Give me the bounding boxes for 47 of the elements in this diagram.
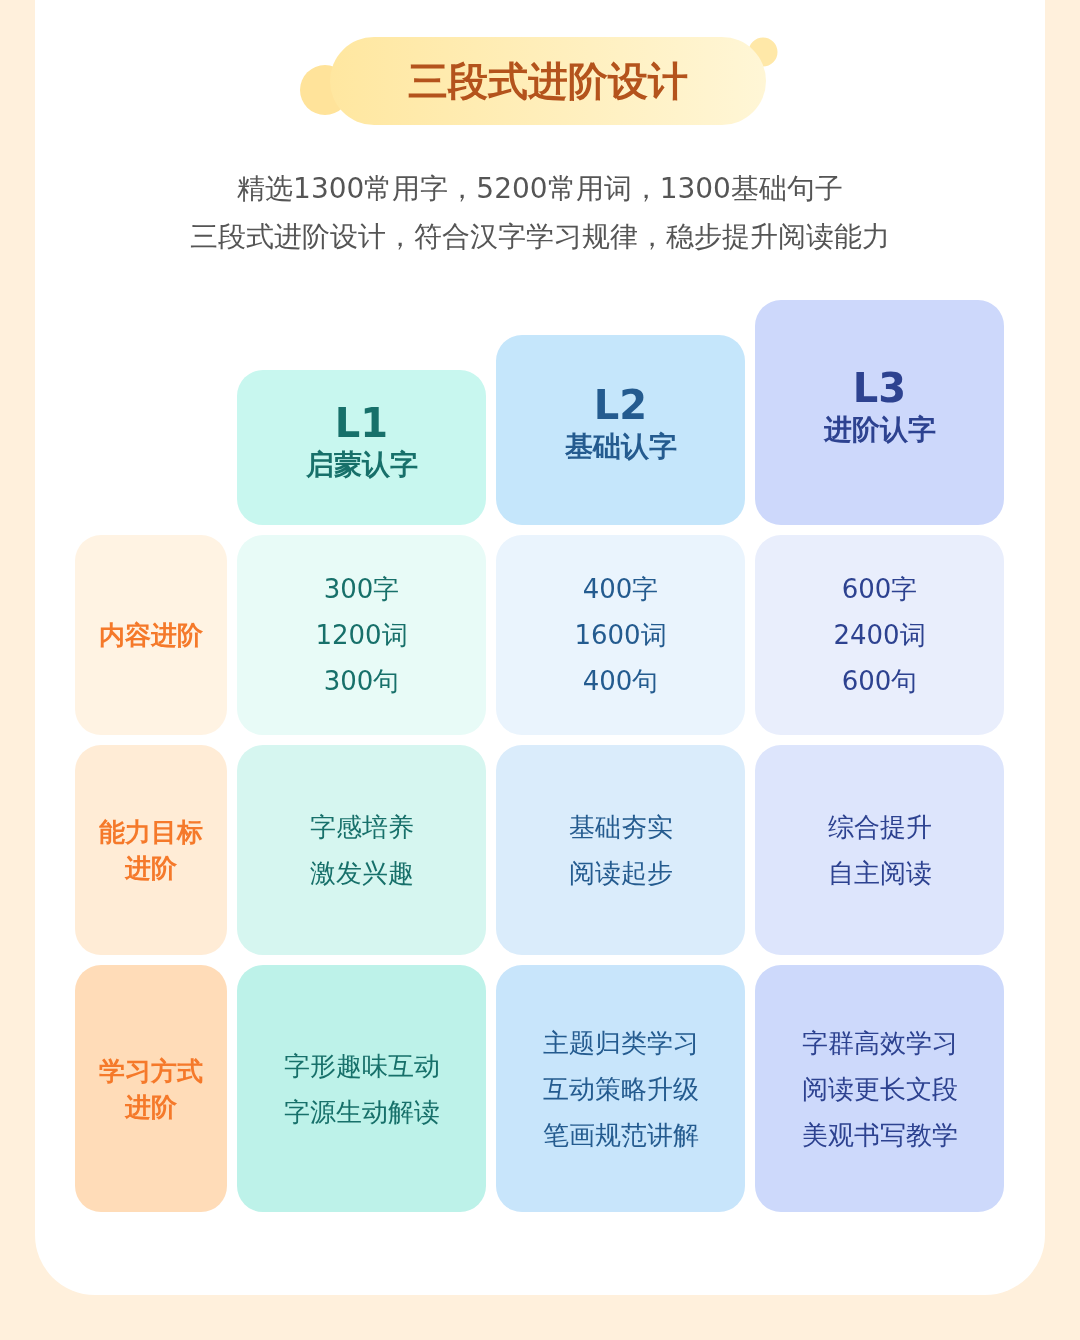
cell-text: 美观书写教学	[801, 1118, 958, 1152]
cell-text: 字形趣味互动	[283, 1049, 440, 1083]
cell-text: 400句	[582, 665, 659, 698]
cell-text: 激发兴趣	[309, 857, 414, 890]
table-cell-box	[237, 745, 486, 955]
cell-text: 600句	[841, 665, 918, 698]
table-cell-box	[237, 965, 486, 1212]
subtitle-text: 三段式进阶设计，符合汉字学习规律，稳步提升阅读能力	[189, 219, 891, 255]
cell-text: 字源生动解读	[283, 1095, 440, 1129]
cell-text: 300字	[323, 573, 400, 606]
row-header-box	[75, 965, 227, 1212]
level-header-box	[755, 300, 1004, 525]
cell-text: 自主阅读	[827, 857, 932, 890]
level-header-box	[237, 370, 486, 525]
level-label: L1	[334, 400, 389, 445]
cell-text: 1200词	[315, 619, 408, 652]
cell-text: 600字	[841, 573, 918, 606]
cell-text: 笔画规范讲解	[542, 1118, 699, 1152]
level-name: 进阶认字	[823, 411, 936, 448]
level-label: L2	[593, 383, 648, 427]
row-label: 能力目标进阶	[98, 816, 204, 885]
table-cell-box	[496, 965, 745, 1212]
row-header-box	[75, 535, 227, 735]
level-label: L3	[852, 365, 907, 410]
cell-text: 400字	[582, 573, 659, 606]
row-header-box	[75, 745, 227, 955]
level-name: 基础认字	[564, 429, 677, 465]
cell-text: 1600词	[574, 619, 667, 652]
title-banner: 三段式进阶设计	[330, 37, 766, 125]
cell-text: 基础夯实	[568, 811, 673, 844]
cell-text: 字群高效学习	[801, 1026, 958, 1060]
cell-text: 综合提升	[827, 811, 932, 844]
level-name: 启蒙认字	[305, 446, 418, 483]
table-cell-box	[755, 745, 1004, 955]
subtitle-text: 精选1300常用字，5200常用词，1300基础句子	[236, 171, 844, 207]
cell-text: 主题归类学习	[542, 1026, 699, 1060]
cell-text: 互动策略升级	[542, 1072, 699, 1106]
cell-text: 300句	[323, 665, 400, 698]
level-header-box	[496, 335, 745, 525]
cell-text: 阅读起步	[568, 857, 673, 890]
row-label: 学习方式进阶	[98, 1054, 204, 1124]
table-cell-box	[755, 965, 1004, 1212]
cell-text: 字感培养	[309, 811, 414, 844]
table-cell-box	[496, 745, 745, 955]
cell-text: 阅读更长文段	[801, 1072, 958, 1106]
cell-text: 2400词	[833, 619, 926, 652]
row-label: 内容进阶	[98, 619, 204, 652]
